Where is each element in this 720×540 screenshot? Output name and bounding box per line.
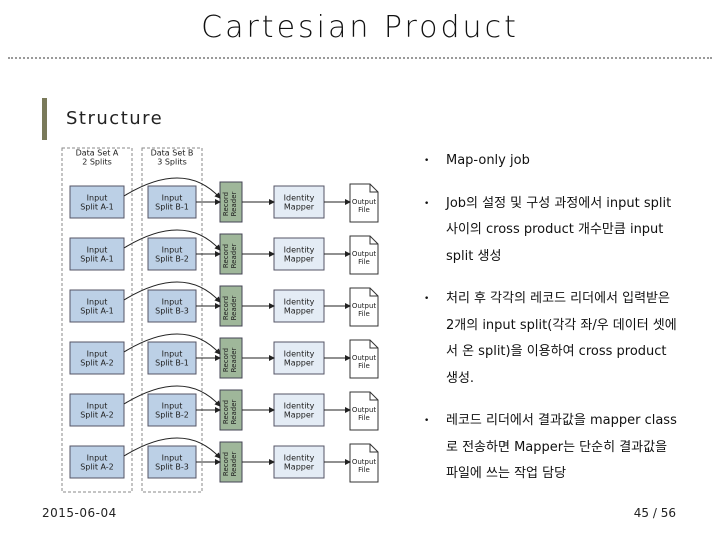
bullet-item: • Job의 설정 및 구성 과정에서 input split 사이의 cros…	[420, 191, 680, 271]
split-a-box	[69, 185, 125, 219]
output-file-fold	[369, 184, 378, 193]
split-a-box	[69, 289, 125, 323]
identity-mapper-box	[273, 393, 325, 427]
record-reader-label: RecordReader	[222, 451, 238, 476]
split-a-box	[69, 341, 125, 375]
bullet-item: • 레코드 리더에서 결과값을 mapper class로 전송하면 Mappe…	[420, 408, 680, 488]
bullet-text: 처리 후 각각의 레코드 리더에서 입력받은 2개의 input split(각…	[446, 291, 677, 386]
slide-title: Cartesian Product	[201, 10, 519, 45]
record-reader-label: RecordReader	[222, 243, 238, 268]
arrow-a-to-reader	[123, 177, 221, 199]
bullet-dot-icon: •	[424, 198, 430, 209]
record-reader-label: RecordReader	[222, 295, 238, 320]
arrow-a-to-reader	[123, 281, 221, 303]
slide-date: 2015-06-04	[42, 506, 117, 520]
split-b-box	[147, 237, 197, 271]
record-reader-label: RecordReader	[222, 399, 238, 424]
split-b-box	[147, 185, 197, 219]
bullet-dot-icon: •	[424, 156, 430, 166]
bullet-item: • Map-only job	[420, 148, 680, 175]
output-file-fold	[369, 444, 378, 453]
bullet-text: 레코드 리더에서 결과값을 mapper class로 전송하면 Mapper는…	[446, 413, 677, 481]
bullet-text: Job의 설정 및 구성 과정에서 input split 사이의 cross …	[446, 195, 672, 264]
arrow-a-to-reader	[123, 437, 221, 459]
output-file-icon	[349, 235, 379, 275]
bullet-dot-icon: •	[424, 294, 430, 304]
arrow-a-to-reader	[123, 229, 221, 251]
output-file-icon	[349, 339, 379, 379]
output-file-fold	[369, 288, 378, 297]
bullet-dot-icon: •	[424, 416, 430, 426]
split-b-box	[147, 445, 197, 479]
split-b-box	[147, 289, 197, 323]
output-file-fold	[369, 340, 378, 349]
output-file-fold	[369, 236, 378, 245]
split-a-box	[69, 393, 125, 427]
dataset-a-container	[61, 147, 133, 493]
title-divider	[8, 57, 712, 59]
split-b-box	[147, 393, 197, 427]
identity-mapper-box	[273, 445, 325, 479]
arrow-a-to-reader	[123, 385, 221, 407]
output-file-icon	[349, 391, 379, 431]
section-accent-bar	[42, 98, 47, 140]
bullet-item: • 처리 후 각각의 레코드 리더에서 입력받은 2개의 input split…	[420, 286, 680, 392]
section-title: Structure	[66, 108, 164, 129]
split-a-box	[69, 237, 125, 271]
identity-mapper-box	[273, 237, 325, 271]
identity-mapper-box	[273, 289, 325, 323]
bullet-text: Map-only job	[446, 153, 530, 168]
split-a-box	[69, 445, 125, 479]
output-file-fold	[369, 392, 378, 401]
output-file-icon	[349, 287, 379, 327]
record-reader-label: RecordReader	[222, 191, 238, 216]
output-file-icon	[349, 183, 379, 223]
output-file-icon	[349, 443, 379, 483]
page-number: 45 / 56	[633, 506, 676, 520]
bullet-list: • Map-only job • Job의 설정 및 구성 과정에서 input…	[420, 148, 680, 488]
dataset-b-container	[141, 147, 203, 493]
arrow-a-to-reader	[123, 333, 221, 355]
record-reader-label: RecordReader	[222, 347, 238, 372]
